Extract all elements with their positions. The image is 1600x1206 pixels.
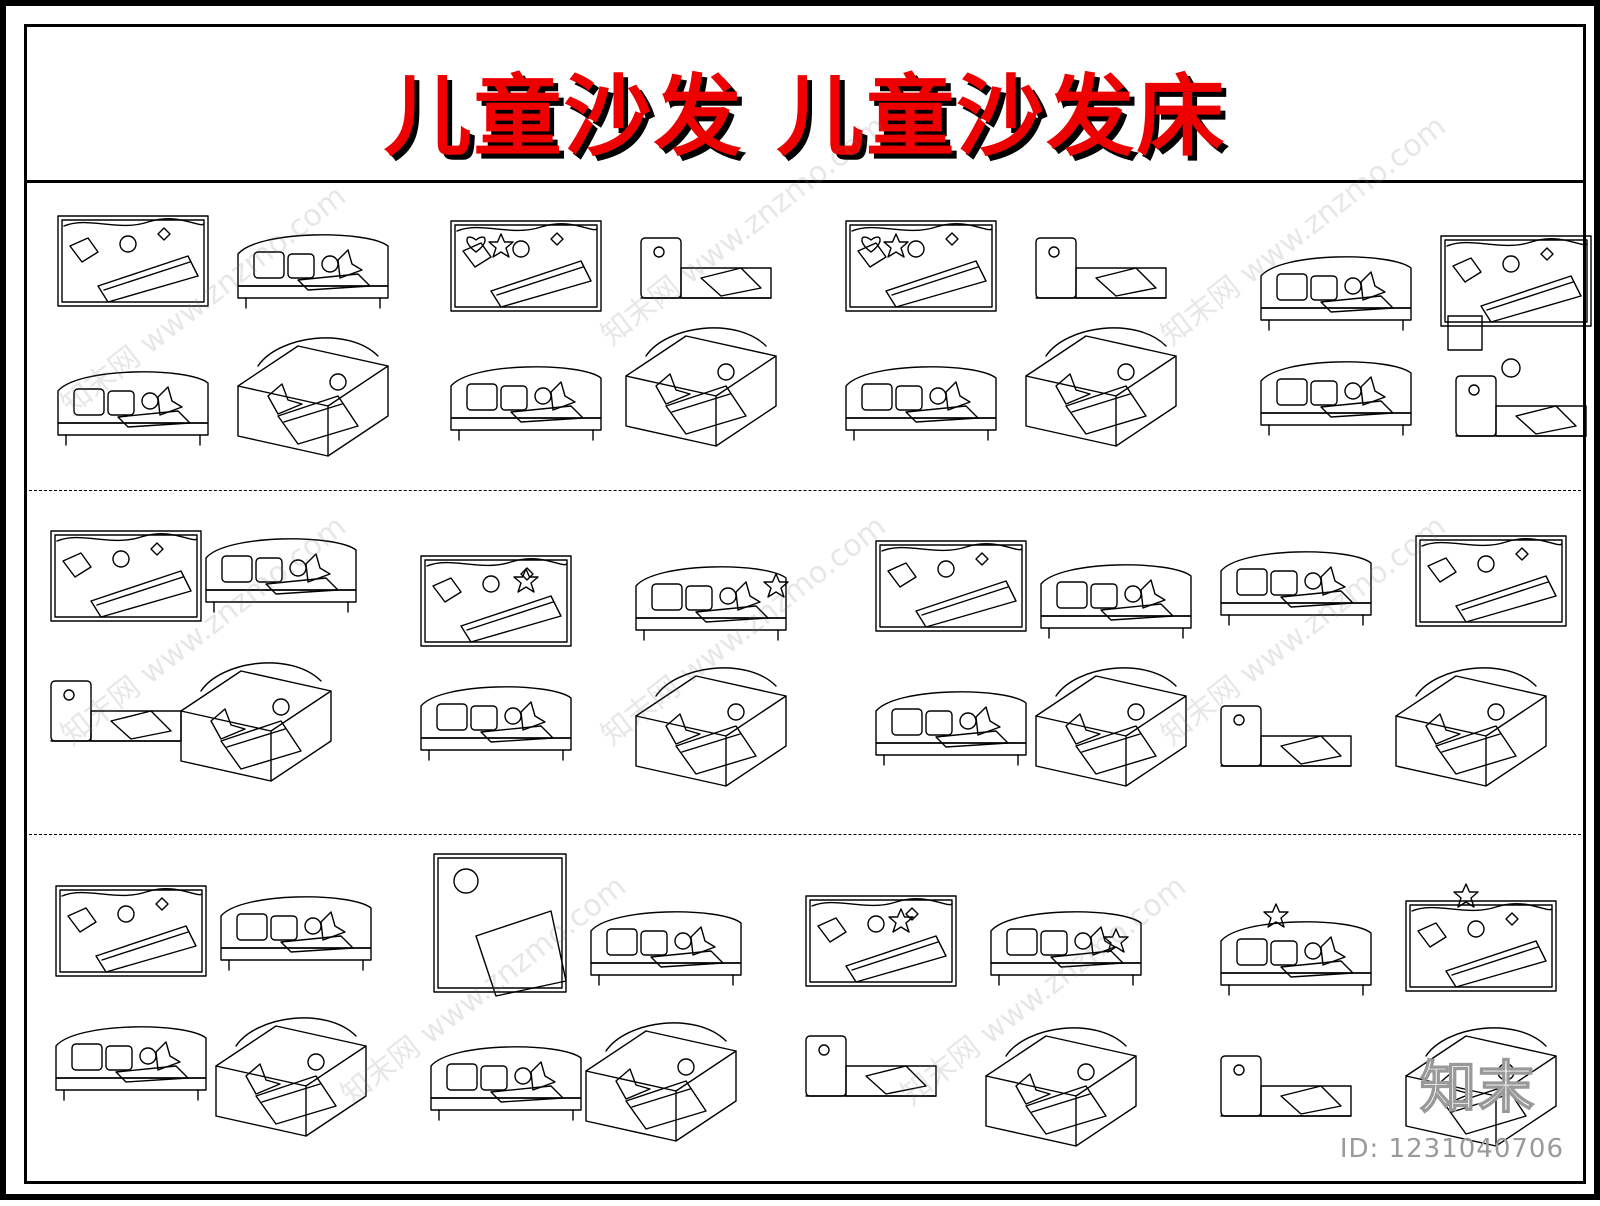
- row-divider-1: [24, 490, 1586, 491]
- furniture-drawings: [50, 215, 1592, 1147]
- row-3-drawings: [55, 853, 1557, 1147]
- inner-frame: [24, 24, 1586, 1184]
- id-label: ID: 1231040706: [1339, 1134, 1564, 1164]
- sheet-title: 儿童沙发 儿童沙发床: [383, 65, 1227, 168]
- row-divider-2: [24, 834, 1586, 835]
- row-1-drawings: [57, 215, 1592, 457]
- title-band: 儿童沙发 儿童沙发床: [24, 24, 1586, 183]
- zhimo-logo: 知末: [1419, 1055, 1536, 1122]
